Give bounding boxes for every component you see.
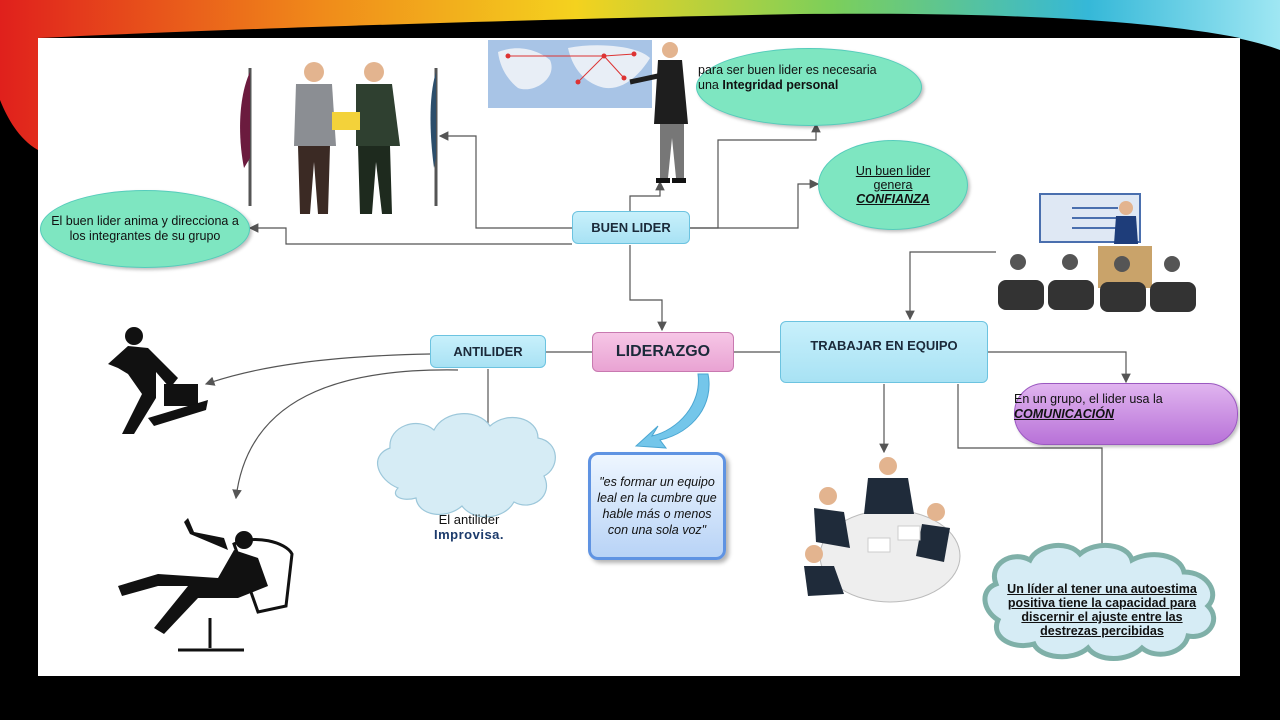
line-to-handshake: [438, 131, 572, 229]
confianza-line-1: Un buen lider: [855, 164, 931, 178]
confianza-line-3: CONFIANZA: [856, 192, 930, 206]
node-trabajar-equipo: TRABAJAR EN EQUIPO: [780, 321, 988, 383]
line-from-audience: [905, 251, 996, 321]
confianza-line-2: genera: [873, 178, 913, 192]
text-integridad: para ser buen lider es necesaria una Int…: [698, 63, 918, 93]
line-to-running: [204, 353, 431, 386]
integridad-line-1: para ser buen lider es necesaria: [698, 63, 877, 77]
ellipse-anima: El buen lider anima y direcciona a los i…: [40, 190, 250, 268]
node-liderazgo: LIDERAZGO: [592, 332, 734, 372]
line-to-anima: [248, 223, 572, 245]
connectors: [204, 122, 1131, 558]
integridad-line-2: una Integridad personal: [698, 78, 918, 93]
ellipse-confianza: Un buen lider genera CONFIANZA: [818, 140, 968, 230]
comunicacion-line-2: COMUNICACIÓN: [1014, 407, 1114, 421]
line-to-integridad: [690, 122, 821, 229]
decorative-banner: [0, 0, 1280, 150]
comunicacion-line-1: En un grupo, el lider usa la: [1014, 392, 1163, 406]
quote-box: "es formar un equipo leal en la cumbre q…: [588, 452, 726, 560]
quote-text: "es formar un equipo leal en la cumbre q…: [597, 475, 717, 537]
ellipse-integridad: [696, 48, 922, 126]
integridad-prefix: una: [698, 78, 719, 92]
integridad-bold: Integridad personal: [722, 78, 839, 92]
node-antilider: ANTILIDER: [430, 335, 546, 368]
text-comunicacion: En un grupo, el lider usa la COMUNICACIÓ…: [1014, 392, 1234, 422]
line-to-autoestima: [957, 384, 1107, 558]
shape-comunicacion: [1014, 383, 1238, 445]
anima-text: El buen lider anima y direcciona a los i…: [51, 214, 239, 243]
improvisa-line-1: El antilider: [438, 512, 500, 527]
line-to-sitting: [232, 369, 459, 500]
improvisa-line-2: Improvisa.: [433, 527, 505, 542]
line-to-comunicacion: [988, 351, 1131, 384]
line-to-speaker: [629, 180, 665, 211]
quote-arrow: [634, 373, 710, 449]
text-autoestima: Un líder al tener una autoestima positiv…: [1007, 582, 1197, 638]
text-improvisa: El antilider Improvisa.: [404, 512, 534, 542]
line-buen-lider-liderazgo: [629, 245, 667, 332]
slide-canvas: LIDERAZGO BUEN LIDER ANTILIDER TRABAJAR …: [38, 38, 1240, 676]
node-buen-lider: BUEN LIDER: [572, 211, 690, 244]
line-to-confianza: [690, 179, 820, 229]
